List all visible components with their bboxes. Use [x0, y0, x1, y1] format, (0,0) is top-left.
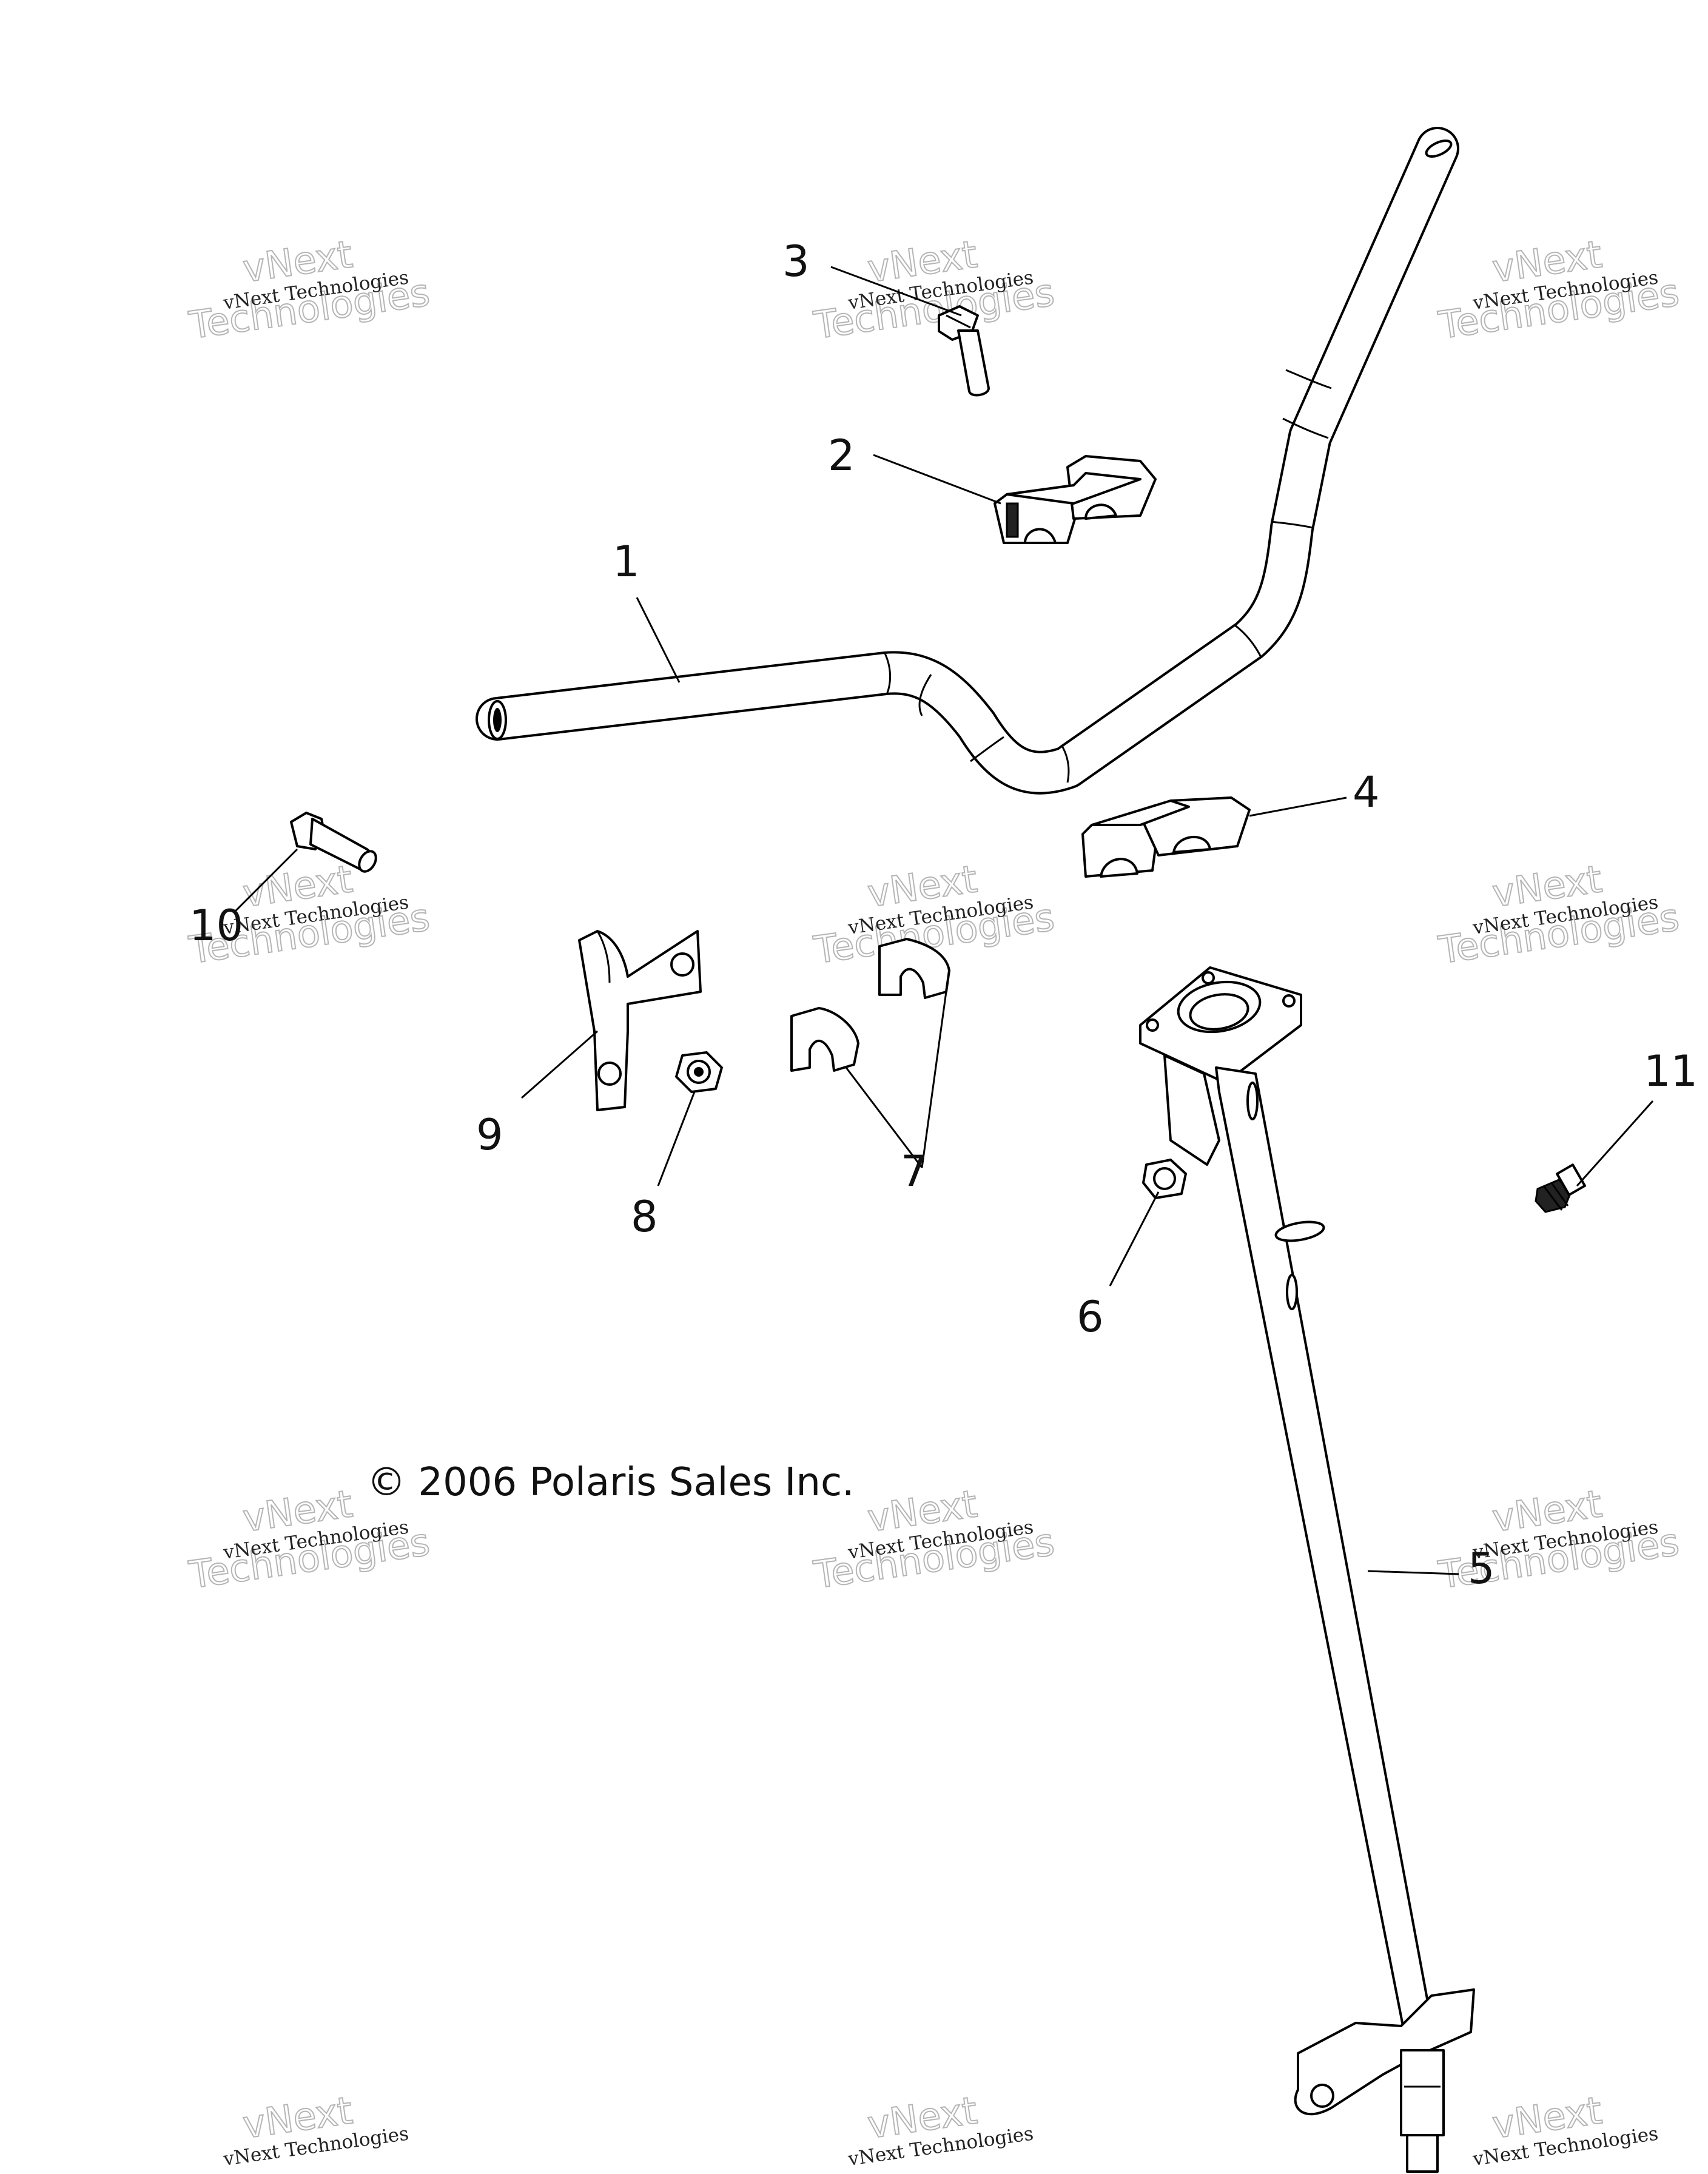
handlebar-part — [476, 127, 1459, 795]
upper-clamp-part-2 — [994, 455, 1157, 544]
callout-11: 11 — [1644, 1046, 1698, 1096]
watermark-top-right: vNext Technologies vNext Technologies — [1435, 231, 1683, 348]
leader-line-1 — [636, 597, 681, 683]
watermark-top-left: vNext Technologies vNext Technologies — [186, 231, 433, 348]
leader-line-2 — [873, 454, 1001, 505]
callout-1: 1 — [613, 537, 640, 587]
callout-2: 2 — [828, 431, 855, 480]
leader-line-5 — [1367, 1570, 1459, 1575]
nut-part-8 — [675, 1051, 723, 1093]
callout-5: 5 — [1468, 1544, 1495, 1593]
callout-9: 9 — [476, 1110, 503, 1160]
leader-line-10 — [232, 848, 298, 914]
steering-post-part-5 — [1139, 966, 1475, 2173]
leader-line-8 — [657, 1091, 696, 1186]
watermark-bottom-center: vNext vNext Technologies — [846, 2087, 1035, 2170]
bolt-part-10 — [290, 812, 377, 873]
leader-line-7a — [921, 991, 947, 1168]
leader-line-7b — [845, 1067, 923, 1168]
watermark-lower-right: vNext Technologies vNext Technologies — [1435, 1481, 1683, 1598]
callout-6: 6 — [1077, 1292, 1104, 1342]
copyright-text: © 2006 Polaris Sales Inc. — [367, 1460, 854, 1505]
nut-part-6 — [1142, 1159, 1187, 1199]
watermark-bottom-right: vNext vNext Technologies — [1471, 2087, 1659, 2170]
watermark-middle-right: vNext Technologies vNext Technologies — [1435, 856, 1683, 973]
leader-line-4 — [1249, 796, 1347, 817]
callout-7: 7 — [901, 1146, 928, 1196]
callout-8: 8 — [631, 1192, 658, 1242]
lower-clamp-part-4 — [1081, 796, 1251, 878]
leader-line-3 — [830, 266, 962, 317]
leader-lines — [232, 266, 1654, 1575]
bracket-part-9 — [578, 930, 702, 1111]
watermark-bottom-left: vNext vNext Technologies — [221, 2087, 410, 2170]
bolt-part-3 — [938, 305, 990, 397]
clip-part-7b — [790, 1007, 859, 1072]
leader-line-9 — [521, 1030, 598, 1099]
leader-line-11 — [1576, 1100, 1654, 1186]
callout-10: 10 — [189, 901, 243, 951]
clip-part-7a — [878, 938, 950, 999]
callout-4: 4 — [1353, 767, 1380, 817]
watermark-top-center: vNext Technologies vNext Technologies — [810, 231, 1058, 348]
fitting-part-11 — [1535, 1163, 1586, 1213]
callout-3: 3 — [782, 237, 810, 286]
leader-line-6 — [1109, 1191, 1160, 1287]
